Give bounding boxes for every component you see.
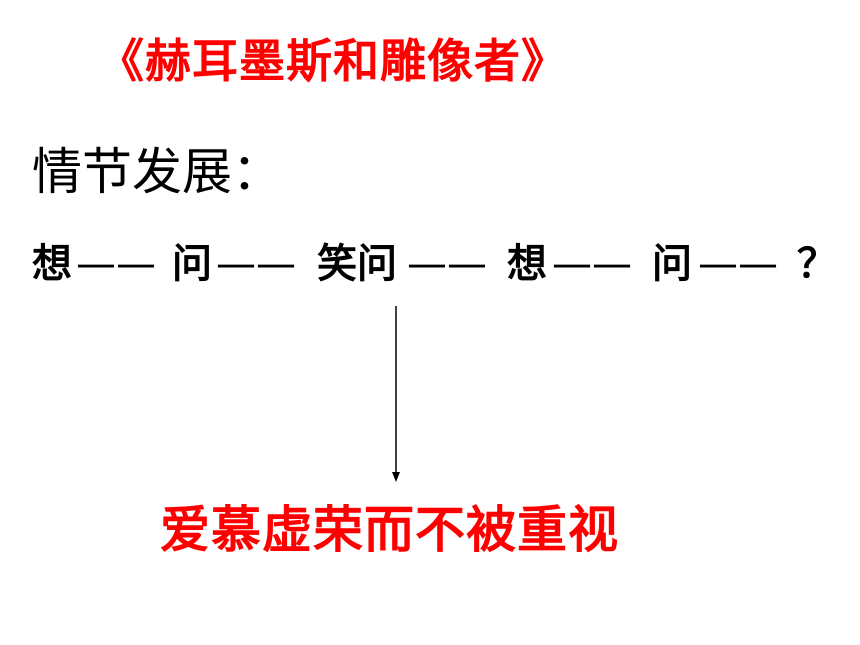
- plot-step: ？: [797, 241, 837, 287]
- conclusion-text: 爱慕虚荣而不被重视: [160, 501, 619, 559]
- plot-connector: ——: [552, 241, 632, 287]
- section-heading: 情节发展：: [32, 143, 282, 201]
- plot-step: 想: [32, 241, 72, 287]
- slide-title: 《赫耳墨斯和雕像者》: [98, 34, 568, 88]
- plot-connector: ——: [76, 241, 156, 287]
- plot-connector: ——: [216, 241, 296, 287]
- plot-step: 想: [507, 241, 547, 287]
- plot-step: 问: [172, 241, 212, 287]
- plot-step: 笑问: [317, 241, 397, 287]
- plot-connector: ——: [407, 241, 487, 287]
- plot-sequence: 想 —— 问 —— 笑问 —— 想 —— 问 —— ？: [32, 240, 837, 288]
- down-arrow-icon: [392, 306, 400, 482]
- plot-connector: ——: [698, 241, 778, 287]
- plot-step: 问: [652, 241, 692, 287]
